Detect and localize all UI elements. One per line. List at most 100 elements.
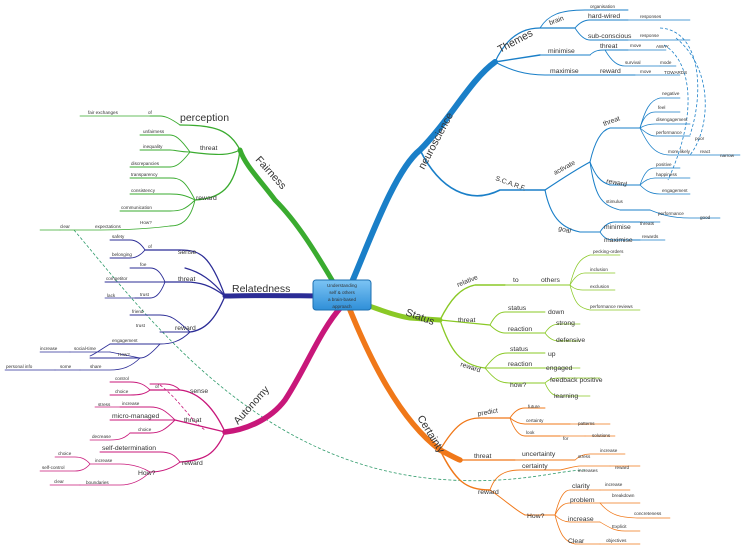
move2-label: move [640, 69, 652, 74]
disengagement-label: disengagement [656, 117, 688, 122]
explicit-label: Explicit [612, 524, 627, 529]
survival-label: survival [625, 60, 641, 65]
narrow-label: narrow [720, 153, 735, 158]
certainty2-label: certainty [522, 463, 548, 470]
fair-exchanges-label: fair exchanges [88, 110, 119, 115]
share-label: share [90, 364, 102, 369]
learning-label: learning [554, 393, 578, 400]
branch-neuroscience [349, 9, 741, 285]
increase-social-label: increase [40, 346, 58, 351]
status-reward-label: reward [459, 361, 481, 374]
clear-objectives-label: Clear [568, 538, 585, 545]
neuroscience-trunk [349, 59, 498, 285]
reward2-label: reward [615, 465, 629, 470]
relatedness-label: Relatedness [232, 283, 290, 295]
pecking-orders-label: pecking-orders [593, 249, 624, 254]
relatedness-sense-label: sense [178, 249, 196, 256]
dashed-link-autonomy-choice [159, 384, 206, 431]
happiness-label: happiness [656, 172, 678, 177]
certainty-reward-label: reward [478, 489, 499, 496]
more-likely-label: more likely [668, 149, 691, 154]
performance2-label: performance [658, 211, 684, 216]
neuroscience-label: neuroscience [416, 110, 456, 171]
concreteness-label: concreteness [634, 511, 662, 516]
certainty-sub-label: certainty [526, 418, 544, 423]
autonomy-of-label: of [155, 384, 160, 389]
minimise-label: minimise [548, 48, 575, 55]
status-up-parent-label: status [510, 346, 529, 353]
maximise-label: maximise [550, 68, 579, 75]
fairness-reward-label: reward [196, 195, 217, 202]
relatedness-of-label: of [148, 244, 153, 249]
inequality-label: inequality [143, 144, 163, 149]
status-down-parent-label: status [508, 305, 527, 312]
self-determination-label: self-determination [102, 445, 156, 452]
defensive-label: defensive [556, 337, 585, 344]
look-label: look [526, 430, 535, 435]
fairness-how-label: How? [140, 220, 152, 225]
micromanaged-label: micro-managed [112, 413, 159, 420]
relatedness-threat-label: threat [178, 276, 195, 283]
status-how-label: how? [510, 382, 526, 389]
autonomy-stress-label: stress [98, 402, 111, 407]
away-label: AWAY [656, 44, 669, 49]
trust2-label: trust [136, 323, 146, 328]
good-label: good [700, 215, 711, 220]
neuro-reward-label: reward [600, 68, 621, 75]
hardwired-label: hard-wired [588, 13, 620, 20]
autonomy-how-label: How? [138, 470, 156, 477]
autonomy-clear-label: clear [54, 479, 64, 484]
autonomy-threat-label: threat [184, 417, 201, 424]
goal-label: goal [557, 225, 572, 235]
certainty-threat-label: threat [474, 453, 491, 460]
branch-fairness [39, 115, 338, 288]
feel-label: feel [658, 105, 665, 110]
autonomy-sense-label: sense [190, 388, 208, 395]
certainty-trunk [345, 302, 463, 463]
choice3-label: choice [58, 451, 72, 456]
consistency-label: consistency [131, 188, 156, 193]
increase-stress-label: increase [600, 448, 618, 453]
clarity-label: clarity [572, 483, 590, 490]
performance-label: performance [656, 130, 682, 135]
dashed-link-threat-arc [659, 27, 699, 136]
status-label: Status [404, 307, 436, 328]
center-line-4: approach [332, 304, 352, 309]
maximise2-label: maximise [604, 237, 633, 244]
certainty-labels: Certainty predict future certainty patte… [414, 404, 662, 545]
problem-label: problem [570, 497, 595, 504]
threats-label: threats [640, 221, 655, 226]
status-threat-label: threat [458, 317, 475, 324]
expectations-label: expectations [95, 224, 121, 229]
lack-label: lack [107, 293, 116, 298]
increase-explicit-label: increase [568, 516, 594, 523]
stimulus-label: stimulus [606, 199, 624, 204]
competitor-label: competitor [106, 276, 128, 281]
performance-reviews-label: performance reviews [590, 304, 633, 309]
unfairness-label: unfairness [143, 129, 165, 134]
scarf-threat-label: threat [602, 115, 621, 128]
exclusion-label: exclusion [590, 284, 610, 289]
dashed-link-fairness-certainty [73, 229, 586, 482]
up-label: up [548, 351, 556, 358]
activate-label: activate [553, 159, 577, 176]
feedback-positive-label: feedback positive [550, 377, 603, 384]
dashed-link-reward-arc [663, 44, 689, 181]
inclusion-label: inclusion [590, 267, 608, 272]
engagement-label: engagement [662, 188, 688, 193]
transparency-label: transparency [131, 172, 158, 177]
react-label: react [700, 149, 711, 154]
relatedness-labels: Relatedness sense of safety belonging th… [6, 234, 290, 369]
relatedness-reward-label: reward [175, 325, 196, 332]
center-line-2: self & others [329, 290, 355, 295]
objectives-label: objectives [606, 538, 627, 543]
certainty-how-label: How? [527, 513, 545, 520]
branch-certainty [345, 302, 671, 545]
minimise2-label: minimise [604, 224, 631, 231]
choice-label: choice [115, 389, 129, 394]
perception-label: perception [180, 112, 229, 124]
brain-label: brain [548, 15, 565, 27]
fairness-of-label: of [148, 110, 153, 115]
fairness-trunk [237, 147, 338, 288]
